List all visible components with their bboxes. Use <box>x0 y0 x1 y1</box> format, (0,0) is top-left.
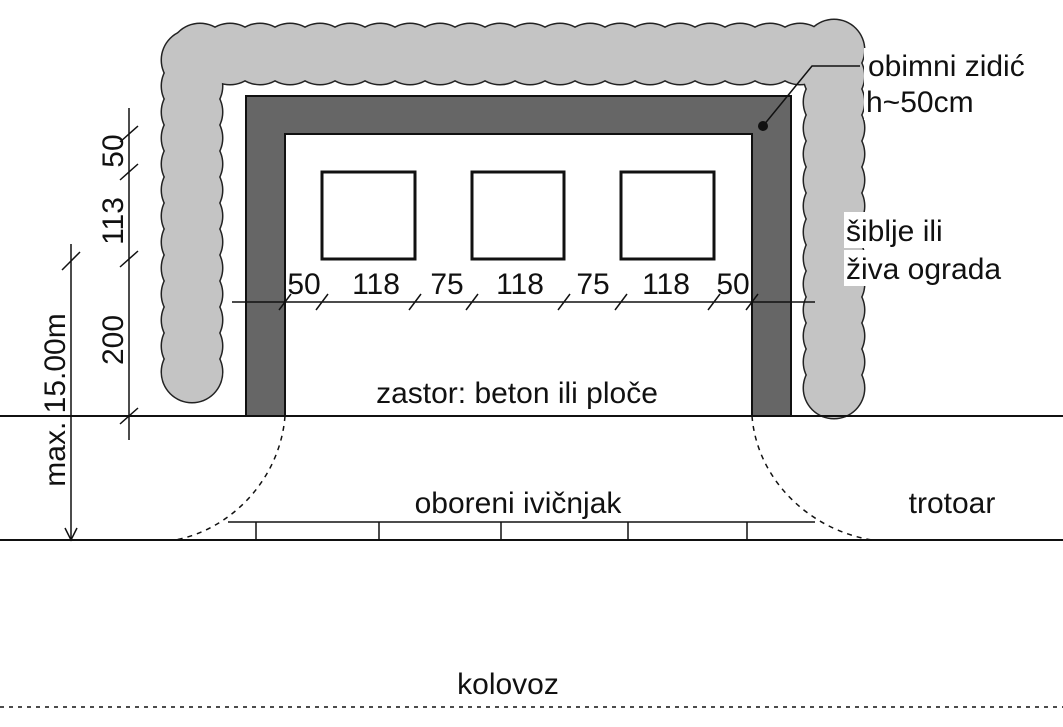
hedge-shape <box>160 18 866 420</box>
hedge-label-bg-2 <box>844 250 1042 286</box>
dim-h-tick <box>707 293 721 311</box>
dim-v-tick <box>119 163 139 181</box>
wall-leader <box>762 65 860 127</box>
hedge-label-bg-1 <box>844 212 970 248</box>
horizontal-dimension-ticks <box>278 293 759 311</box>
dim-h-tick <box>557 293 571 311</box>
dim-h-4: 118 <box>496 268 544 301</box>
hedge-blob <box>804 358 864 418</box>
turn-curve-right <box>751 415 873 541</box>
dim-v-2: 113 <box>97 197 130 245</box>
dim-h-2: 118 <box>352 268 400 301</box>
dim-h-6: 118 <box>642 268 690 301</box>
max-length-dimension <box>61 244 81 542</box>
turn-curve-left <box>174 415 286 541</box>
wall-label-bg <box>864 48 1060 120</box>
dim-h-1: 50 <box>287 268 320 301</box>
dim-h-tick <box>315 293 329 311</box>
dim-h-tick <box>614 293 628 311</box>
surface-label: zastor: beton ili ploče <box>376 377 658 410</box>
hedge-label-line2: živa ograda <box>846 253 1001 286</box>
dim-v-3: 200 <box>97 315 130 365</box>
hedge-blob <box>162 342 222 402</box>
dim-v-tick <box>119 407 139 425</box>
dim-v-tick <box>119 125 139 143</box>
parking-spot-2 <box>470 170 566 261</box>
dim-h-tick <box>465 293 479 311</box>
wall-leader-dot <box>758 121 768 131</box>
dim-h-3: 75 <box>430 268 463 301</box>
dim-h-tick <box>278 293 292 311</box>
dim-v-1: 50 <box>97 134 130 167</box>
dim-h-tick <box>745 293 759 311</box>
vertical-dimension-ticks <box>119 125 139 425</box>
lowered-curb <box>228 521 815 540</box>
wall-label: obimni zidić <box>868 50 1025 83</box>
hedge-label-line1: šiblje ili <box>846 215 943 248</box>
wall-height-label: h~50cm <box>866 86 974 119</box>
parking-spot-1 <box>320 170 417 261</box>
sidewalk-label: trotoar <box>909 487 996 520</box>
dim-max-length: max. 15.00m <box>39 313 72 486</box>
parking-spot-3 <box>619 170 716 261</box>
dim-v-tick <box>119 250 139 268</box>
road-label: kolovoz <box>457 668 559 701</box>
dim-h-7: 50 <box>716 268 749 301</box>
curb-label: oboreni ivičnjak <box>415 487 623 520</box>
dim-h-5: 75 <box>576 268 609 301</box>
dim-h-tick <box>408 293 422 311</box>
